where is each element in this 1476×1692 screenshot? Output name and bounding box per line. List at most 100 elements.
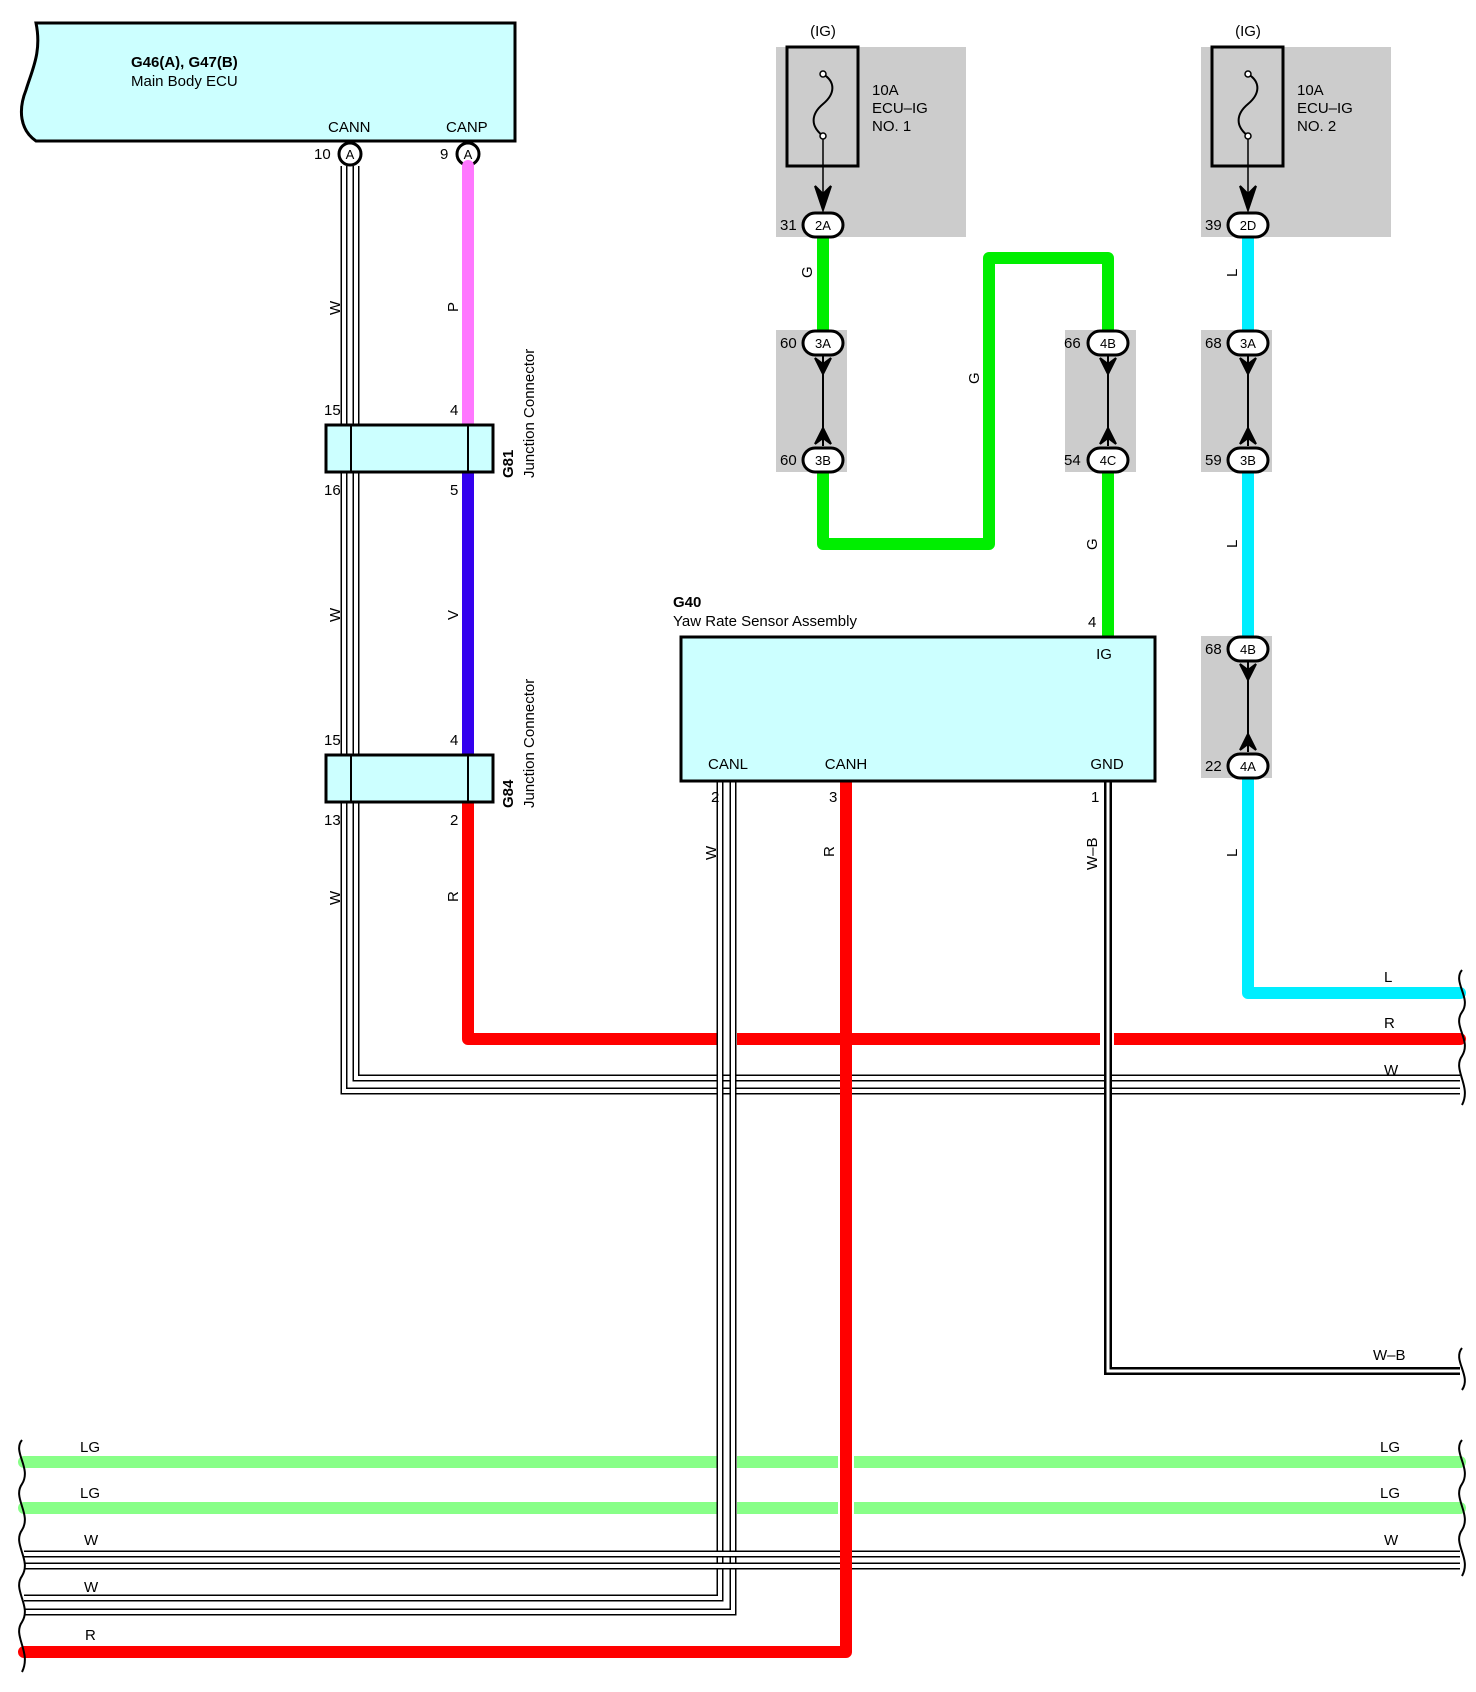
g84-pin-top-right: 4 — [450, 732, 458, 749]
connector-b-top-pin: 66 — [1064, 335, 1081, 352]
connector-c-bottom: 3B — [1226, 446, 1270, 474]
wire-label-g2: G — [966, 372, 983, 384]
connector-c-top-pin: 68 — [1205, 335, 1222, 352]
g81-junction-connector: 15 4 16 5 G81 Junction Connector — [324, 349, 538, 499]
left-label-r: R — [85, 1627, 96, 1644]
fuse1-element-icon — [812, 73, 834, 137]
g40-name: Yaw Rate Sensor Assembly — [673, 613, 857, 630]
fuse-ecu-ig-no2: (IG) 10A ECU–IG NO. 2 — [1201, 23, 1391, 237]
g40-box — [679, 635, 1157, 783]
connector-pills: 2A 31 2D 39 3A 60 3B 60 4B 66 4C 54 — [780, 211, 1270, 780]
ecu-cann-pin: 10 — [314, 146, 331, 163]
g81-pin-bottom-left: 16 — [324, 482, 341, 499]
connector-a-top: 3A — [801, 329, 845, 357]
g84-id: G84 — [500, 779, 517, 808]
left-label-w2: W — [84, 1579, 99, 1596]
connector-d-top-pin: 68 — [1205, 641, 1222, 658]
fuse1-name: ECU–IG — [872, 100, 928, 117]
connector-b-top: 4B — [1086, 329, 1130, 357]
left-label-lg2: LG — [80, 1485, 100, 1502]
fuse1-background — [776, 47, 966, 237]
wire-color-labels: W P W V W R G G G L L L W R W–B — [327, 266, 1241, 905]
g84-pin-bottom-right: 2 — [450, 812, 458, 829]
fuse1-power-label: (IG) — [810, 23, 836, 40]
fuse2-background — [1201, 47, 1391, 237]
wire-l-c — [1242, 772, 1466, 999]
wire-label-r2: R — [821, 846, 838, 857]
wire-w-cann — [340, 166, 1460, 1095]
fuse2-element-icon — [1237, 73, 1259, 137]
connector-d-bottom-pin: 22 — [1205, 758, 1222, 775]
wire-g-loop — [817, 252, 1114, 550]
wire-label-g1: G — [799, 266, 816, 278]
wire-r-main — [462, 796, 1466, 1045]
wire-label-w2: W — [327, 607, 344, 622]
ecu-canp-pin: 9 — [440, 146, 448, 163]
wire-label-wb: W–B — [1084, 837, 1101, 870]
g81-pin-top-right: 4 — [450, 402, 458, 419]
connector-c-bottom-pin: 59 — [1205, 452, 1222, 469]
left-label-lg1: LG — [80, 1439, 100, 1456]
wire-label-l3: L — [1224, 849, 1241, 857]
right-label-l: L — [1384, 969, 1392, 986]
svg-text:3B: 3B — [1240, 453, 1256, 468]
g40-canl-label: CANL — [708, 756, 748, 773]
wire-w-canl-a — [24, 781, 737, 1616]
connector-2d-pin: 39 — [1205, 217, 1222, 234]
g40-ig-pin: 4 — [1088, 614, 1096, 631]
svg-text:3A: 3A — [815, 336, 831, 351]
wire-label-w3: W — [327, 890, 344, 905]
fuse2-number: NO. 2 — [1297, 118, 1336, 135]
crossing-gaps — [717, 1031, 1114, 1516]
connector-2d: 2D — [1226, 211, 1270, 239]
white-wires — [24, 166, 1460, 1616]
fuse2-power-label: (IG) — [1235, 23, 1261, 40]
connector-c-top: 3A — [1226, 329, 1270, 357]
svg-text:4B: 4B — [1100, 336, 1116, 351]
right-label-wb: W–B — [1373, 1347, 1406, 1364]
ecu-cann-label: CANN — [328, 119, 371, 136]
ecu-cann-connector-label: A — [346, 147, 355, 162]
svg-text:4C: 4C — [1100, 453, 1117, 468]
connector-d-top: 4B — [1226, 635, 1270, 663]
connector-2a-pin: 31 — [780, 217, 797, 234]
g84-pin-top-left: 15 — [324, 732, 341, 749]
wire-label-l1: L — [1224, 269, 1241, 277]
left-break-marks — [18, 1439, 26, 1673]
right-label-r: R — [1384, 1015, 1395, 1032]
connector-2a: 2A — [801, 211, 845, 239]
wire-label-r1: R — [445, 891, 462, 902]
g84-box — [324, 753, 495, 804]
right-label-w2: W — [1384, 1532, 1399, 1549]
connector-d-bottom: 4A — [1226, 752, 1270, 780]
colored-wires — [18, 160, 1466, 1658]
svg-text:2A: 2A — [815, 218, 831, 233]
right-label-lg2: LG — [1380, 1485, 1400, 1502]
wire-r-canh — [18, 775, 852, 1658]
wire-label-g3: G — [1084, 538, 1101, 550]
connector-b-bottom: 4C — [1086, 446, 1130, 474]
ecu-box — [19, 21, 517, 143]
g84-junction-connector: 15 4 13 2 G84 Junction Connector — [324, 679, 538, 829]
svg-text:4A: 4A — [1240, 759, 1256, 774]
svg-text:3B: 3B — [815, 453, 831, 468]
g40-canl-pin: 2 — [711, 789, 719, 806]
g81-pin-bottom-right: 5 — [450, 482, 458, 499]
crossing-redraw — [716, 1025, 1112, 1520]
connector-a-bottom-pin: 60 — [780, 452, 797, 469]
left-label-w1: W — [84, 1532, 99, 1549]
g40-gnd-label: GND — [1090, 756, 1124, 773]
fuse1-number: NO. 1 — [872, 118, 911, 135]
wire-label-w1: W — [327, 300, 344, 315]
g40-ig-label: IG — [1096, 646, 1112, 663]
wire-label-v: V — [445, 610, 462, 620]
fuse2-amp: 10A — [1297, 82, 1324, 99]
fuse1-amp: 10A — [872, 82, 899, 99]
ecu-canp-connector-label: A — [464, 147, 473, 162]
g81-id: G81 — [500, 450, 517, 478]
g40-yaw-rate-sensor: G40 Yaw Rate Sensor Assembly IG 4 CANL C… — [673, 594, 1157, 806]
svg-text:2D: 2D — [1240, 218, 1257, 233]
g81-box — [324, 423, 495, 474]
right-break-marks — [1458, 969, 1466, 1577]
